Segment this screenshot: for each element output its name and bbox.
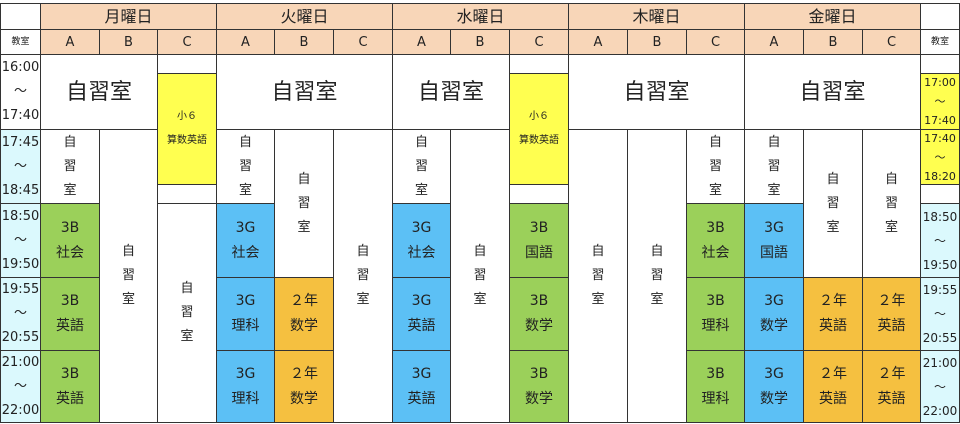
time-slot: 17:45 ～ 18:45 [0, 129, 41, 204]
self-study-cell: 自 習 室 [274, 129, 334, 278]
class-cell: 3B 数学 [509, 350, 569, 423]
class-cell: 3G 国語 [744, 203, 804, 278]
self-study-cell: 自 習 室 [333, 129, 393, 423]
self-study-cell: 自 習 室 [40, 129, 100, 204]
self-study-cell: 自 習 室 [862, 129, 921, 278]
time-slot: 21:00 ～ 22:00 [0, 350, 41, 423]
day-header-wed: 水曜日 [392, 3, 569, 30]
class-cell: 3G 数学 [744, 277, 804, 351]
col-header: C [333, 29, 393, 55]
time-slot: 21:00 ～ 22:00 [920, 350, 960, 423]
time-slot: 18:50 ～ 19:50 [0, 203, 41, 278]
col-header: B [627, 29, 687, 55]
class-cell: 3G 数学 [744, 350, 804, 423]
col-header: A [40, 29, 100, 55]
col-header: C [862, 29, 921, 55]
col-header: C [509, 29, 569, 55]
self-study-cell: 自 習 室 [450, 129, 510, 423]
class-cell: ２年 数学 [274, 350, 334, 423]
class-cell: 3B 社会 [686, 203, 745, 278]
self-study-cell: 自習室 [216, 54, 393, 130]
class-cell: ２年 英語 [862, 350, 921, 423]
col-header: B [803, 29, 863, 55]
blank-cell [157, 184, 217, 204]
class-cell: 3B 数学 [509, 277, 569, 351]
self-study-cell: 自 習 室 [216, 129, 275, 204]
col-header: A [568, 29, 628, 55]
class-cell: ２年 英語 [862, 277, 921, 351]
corner-cell-right [920, 3, 960, 30]
self-study-cell: 自 習 室 [686, 129, 745, 204]
self-study-cell: 自 習 室 [392, 129, 451, 204]
class-cell: ２年 数学 [274, 277, 334, 351]
blank-cell [157, 54, 217, 74]
col-header: B [274, 29, 334, 55]
self-study-cell: 自 習 室 [744, 129, 804, 204]
col-header: A [392, 29, 451, 55]
day-header-fri: 金曜日 [744, 3, 921, 30]
class-cell: 3G 社会 [392, 203, 451, 278]
class-cell: 3B 理科 [686, 277, 745, 351]
col-header: B [99, 29, 158, 55]
self-study-cell: 自習室 [744, 54, 921, 130]
time-slot: 17:00 ～ 17:40 [920, 73, 960, 130]
corner-cell [0, 3, 41, 30]
day-header-thu: 木曜日 [568, 3, 745, 30]
self-study-cell: 自習室 [392, 54, 510, 130]
room-label: 教室 [0, 29, 41, 55]
sho6-class-cell: 小６ 算数英語 [509, 73, 569, 185]
self-study-cell: 自 習 室 [568, 129, 628, 423]
self-study-cell: 自 習 室 [157, 203, 217, 423]
col-header: A [744, 29, 804, 55]
col-header: C [157, 29, 217, 55]
col-header: C [686, 29, 745, 55]
day-header-mon: 月曜日 [40, 3, 217, 30]
self-study-cell: 自 習 室 [803, 129, 863, 278]
class-cell: ２年 英語 [803, 350, 863, 423]
self-study-cell: 自 習 室 [99, 129, 158, 423]
class-cell: 3G 理科 [216, 277, 275, 351]
class-cell: ２年 英語 [803, 277, 863, 351]
day-header-tue: 火曜日 [216, 3, 393, 30]
room-label-right: 教室 [920, 29, 960, 55]
class-cell: 3G 理科 [216, 350, 275, 423]
blank-cell [509, 54, 569, 74]
class-cell: 3B 社会 [40, 203, 100, 278]
col-header: B [450, 29, 510, 55]
class-cell: 3G 英語 [392, 277, 451, 351]
class-cell: 3B 国語 [509, 203, 569, 278]
blank-cell [509, 184, 569, 204]
self-study-cell: 自習室 [40, 54, 158, 130]
class-cell: 3B 理科 [686, 350, 745, 423]
blank-cell [920, 54, 960, 74]
self-study-cell: 自 習 室 [627, 129, 687, 423]
class-cell: 3B 英語 [40, 350, 100, 423]
class-cell: 3G 社会 [216, 203, 275, 278]
time-slot: 18:50 ～ 19:50 [920, 203, 960, 278]
blank-cell [920, 184, 960, 204]
class-cell: 3G 英語 [392, 350, 451, 423]
class-cell: 3B 英語 [40, 277, 100, 351]
self-study-cell: 自習室 [568, 54, 745, 130]
time-slot: 19:55 ～ 20:55 [920, 277, 960, 351]
time-slot: 16:00 ～ 17:40 [0, 54, 41, 130]
col-header: A [216, 29, 275, 55]
sho6-class-cell: 小６ 算数英語 [157, 73, 217, 185]
time-slot: 17:40 ～ 18:20 [920, 129, 960, 185]
time-slot: 19:55 ～ 20:55 [0, 277, 41, 351]
